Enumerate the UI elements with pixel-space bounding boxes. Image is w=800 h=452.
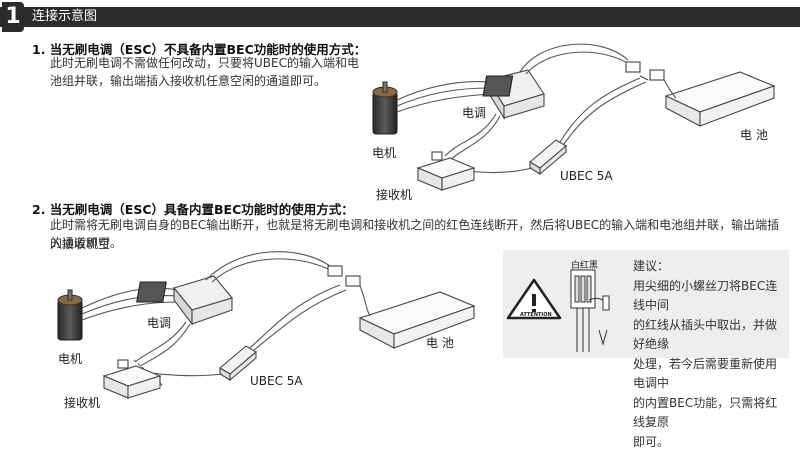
- wire-color-label: 白红黑: [571, 258, 598, 271]
- diagram1-ubec-label: UBEC 5A: [560, 169, 613, 183]
- tip-line-4: 处理，若今后需要重新使用电调中: [633, 355, 783, 394]
- battery-1: [666, 72, 774, 126]
- attention-text: ATTENTION: [520, 312, 552, 318]
- diagram2-esc-label: 电调: [147, 314, 171, 331]
- tip-line-1: 建议：: [633, 257, 783, 277]
- receiver-1: [418, 152, 474, 190]
- motor-2: [58, 290, 82, 340]
- tip-text: 建议： 用尖细的小螺丝刀将BEC连线中间 的红线从插头中取出，并做好绝缘 处理，…: [633, 257, 783, 452]
- diagram2-battery-label: 电 池: [426, 334, 454, 351]
- esc-1: [483, 70, 544, 118]
- motor-1: [373, 82, 397, 134]
- diagram2-ubec-label: UBEC 5A: [250, 374, 303, 388]
- diagram1-battery-label: 电 池: [740, 126, 768, 143]
- tip-line-6: 即可。: [633, 433, 783, 452]
- tip-line-3: 的红线从插头中取出，并做好绝缘: [633, 316, 783, 355]
- diagram1-motor-label: 电机: [372, 144, 396, 161]
- battery-2: [360, 292, 474, 348]
- diagram1-esc-label: 电调: [462, 104, 486, 121]
- tip-line-5: 的内置BEC功能，只需将红线复原: [633, 394, 783, 433]
- receiver-2: [104, 360, 160, 398]
- tip-line-2: 用尖细的小螺丝刀将BEC连线中间: [633, 277, 783, 316]
- diagram2-receiver-label: 接收机: [64, 394, 100, 411]
- diagram2-motor-label: 电机: [58, 350, 82, 367]
- diagram1-receiver-label: 接收机: [376, 186, 412, 203]
